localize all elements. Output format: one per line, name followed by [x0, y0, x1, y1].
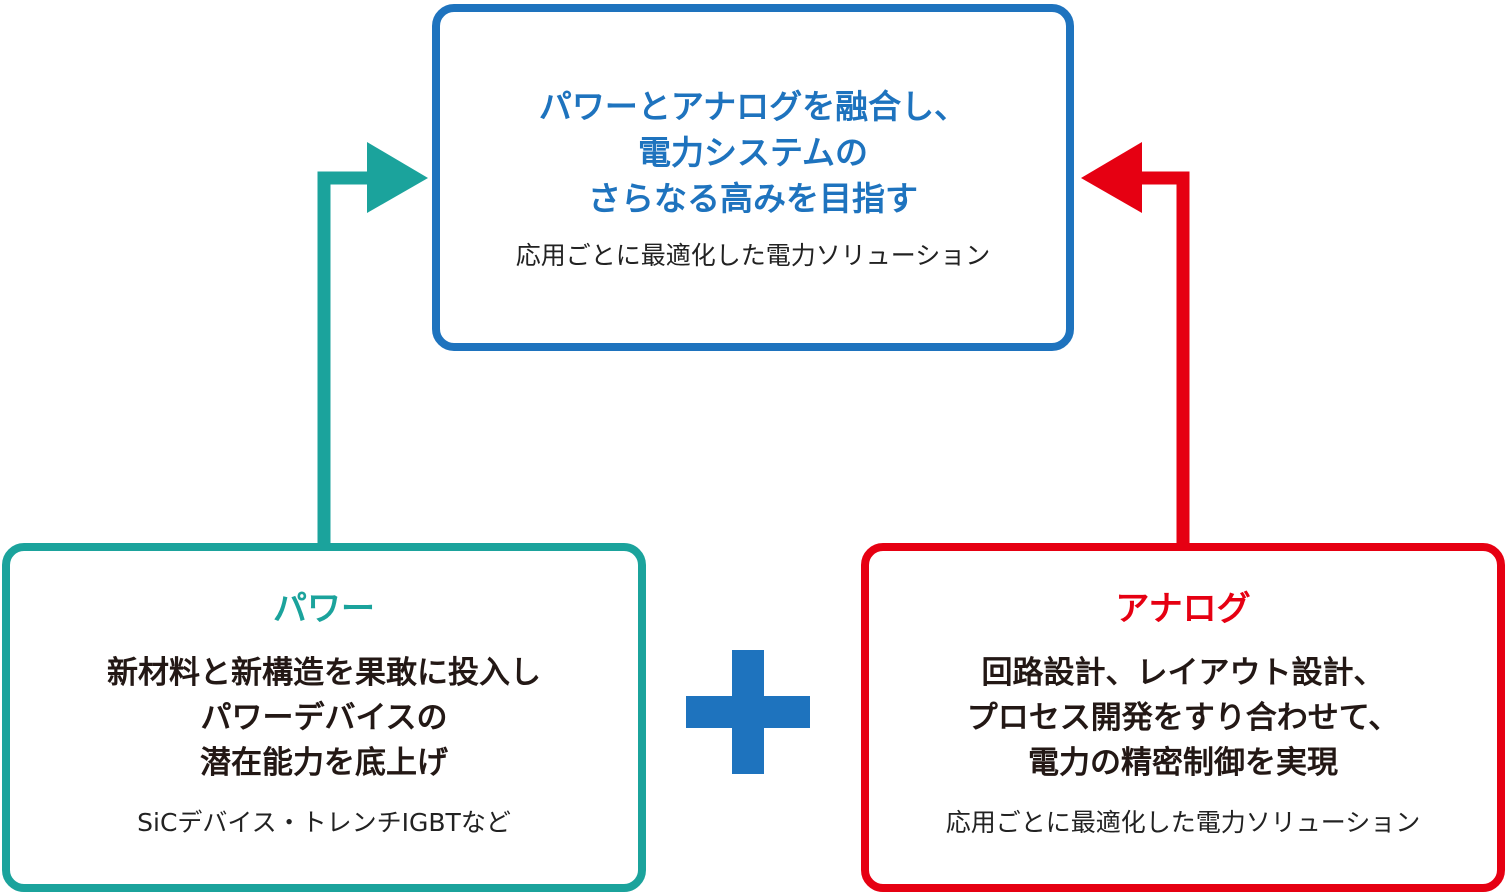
goal-headline-line: パワーとアナログを融合し、: [538, 87, 968, 126]
power-box: パワー 新材料と新構造を果敢に投入し パワーデバイスの 潜在能力を底上げ SiC…: [2, 543, 646, 892]
power-description-line: 潜在能力を底上げ: [200, 745, 448, 781]
arrow-right-icon: [367, 142, 428, 213]
plus-vertical-bar: [732, 650, 764, 774]
analog-description-line: 電力の精密制御を実現: [1028, 745, 1338, 781]
power-title: パワー: [273, 589, 375, 629]
power-subtext: SiCデバイス・トレンチIGBTなど: [137, 808, 511, 837]
power-description: 新材料と新構造を果敢に投入し パワーデバイスの 潜在能力を底上げ: [10, 651, 638, 786]
analog-title: アナログ: [1115, 589, 1251, 629]
power-to-goal-arrow: [317, 142, 428, 545]
analog-subtext: 応用ごとに最適化した電力ソリューション: [945, 808, 1421, 837]
analog-description: 回路設計、レイアウト設計、 プロセス開発をすり合わせて、 電力の精密制御を実現: [869, 651, 1497, 786]
analog-description-line: 回路設計、レイアウト設計、: [981, 655, 1385, 691]
goal-headline: パワーとアナログを融合し、 電力システムの さらなる高みを目指す: [440, 84, 1066, 222]
goal-headline-line: 電力システムの: [637, 133, 868, 172]
plus-icon: [686, 650, 810, 774]
analog-description-line: プロセス開発をすり合わせて、: [966, 700, 1400, 736]
power-description-line: パワーデバイスの: [200, 700, 448, 736]
goal-subtext: 応用ごとに最適化した電力ソリューション: [515, 241, 991, 270]
arrow-left-icon: [1081, 142, 1142, 213]
power-description-line: 新材料と新構造を果敢に投入し: [107, 655, 541, 691]
analog-box: アナログ 回路設計、レイアウト設計、 プロセス開発をすり合わせて、 電力の精密制…: [861, 543, 1505, 892]
goal-headline-line: さらなる高みを目指す: [588, 179, 918, 218]
analog-to-goal-arrow: [1081, 142, 1190, 545]
goal-box: パワーとアナログを融合し、 電力システムの さらなる高みを目指す 応用ごとに最適…: [432, 4, 1074, 351]
